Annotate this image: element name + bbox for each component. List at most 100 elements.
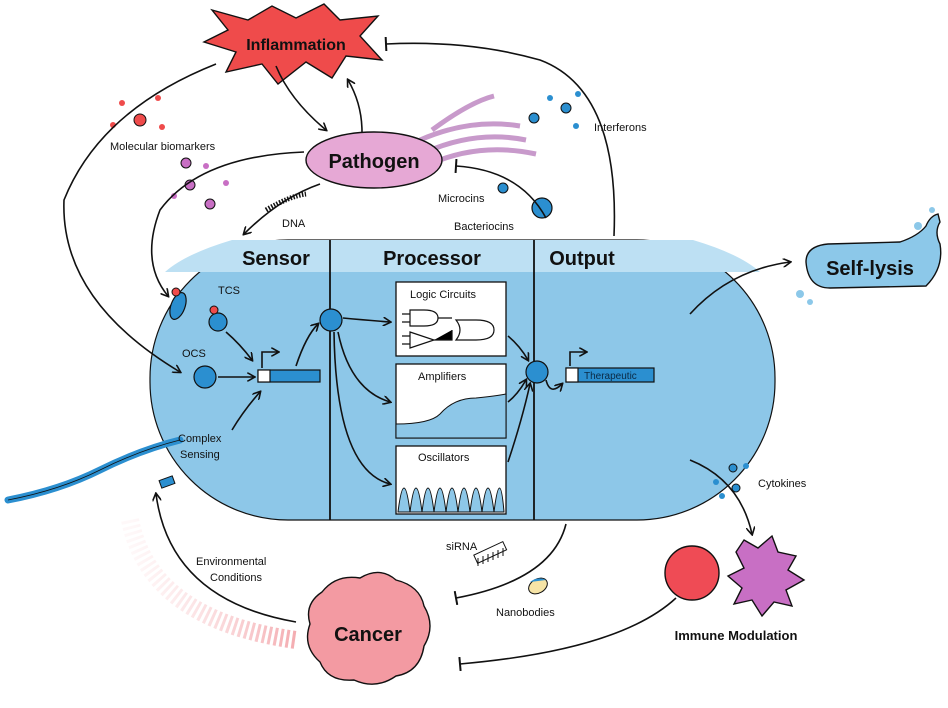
sensor-header: Sensor bbox=[242, 248, 310, 270]
lysis-droplet bbox=[929, 207, 935, 213]
environmental-conditions: Environmental Conditions bbox=[196, 556, 266, 584]
sensor-module: TCS OCS Complex Sensing bbox=[169, 285, 321, 461]
ocs-node bbox=[193, 365, 217, 389]
complex-sensing-label-2: Sensing bbox=[180, 449, 220, 461]
molecular-biomarkers-label: Molecular biomarkers bbox=[110, 141, 216, 153]
biomarker-dot bbox=[223, 180, 229, 186]
pathogen-label: Pathogen bbox=[328, 151, 419, 173]
arrow-logic-to-output bbox=[507, 335, 528, 360]
cytokine-dot bbox=[731, 483, 741, 493]
interferon-dot bbox=[573, 123, 579, 129]
not-gate-icon bbox=[409, 331, 436, 349]
inhibit-pathogen bbox=[454, 158, 547, 219]
arrow-to-oscillators bbox=[333, 331, 390, 484]
nanobody-icon bbox=[528, 577, 548, 595]
oscillators-label: Oscillators bbox=[418, 452, 470, 464]
worm-outline bbox=[7, 439, 181, 501]
tcs-receptor bbox=[169, 292, 187, 320]
biomarker-dot bbox=[203, 163, 209, 169]
biomarker-dot bbox=[155, 95, 161, 101]
arrow-pathogen-to-sensor bbox=[244, 183, 321, 234]
arrow-to-self-lysis bbox=[689, 262, 790, 315]
complex-sensing-label-1: Complex bbox=[178, 433, 222, 445]
tcs-label: TCS bbox=[218, 285, 240, 297]
gate-wires bbox=[402, 330, 453, 345]
pathogen-body bbox=[305, 131, 443, 189]
amplifier-curve bbox=[395, 393, 507, 439]
arrow-output-to-therapeutic bbox=[545, 379, 562, 389]
immune-cells: Immune Modulation bbox=[664, 534, 806, 643]
environmental-label-1: Environmental bbox=[196, 556, 266, 568]
microcin-dot bbox=[497, 182, 509, 194]
therapeutic-promoter-box bbox=[565, 367, 579, 383]
cancer-cell bbox=[306, 571, 431, 685]
arrow-pathogen-to-tcs bbox=[150, 151, 305, 296]
therapeutic-promoter-arrow bbox=[569, 352, 586, 366]
dna-strand-icon bbox=[264, 191, 307, 213]
tcs-regulator bbox=[208, 312, 228, 332]
output-module: Therapeutic bbox=[525, 352, 655, 384]
arrow-inflammation-to-ocs bbox=[63, 63, 217, 372]
tcs-phosphate bbox=[209, 305, 219, 315]
ocs-label: OCS bbox=[182, 348, 206, 360]
worm-body bbox=[4, 436, 184, 504]
cytokines-label: Cytokines bbox=[758, 478, 807, 490]
interferon-dot bbox=[575, 91, 581, 97]
interferons-label: Interferons bbox=[594, 122, 647, 134]
sensor-promoter-arrow bbox=[261, 352, 278, 368]
lysis-droplet bbox=[914, 222, 922, 230]
processor-module: Logic Circuits Amplifiers Oscillators bbox=[319, 281, 507, 515]
and-gate-icon bbox=[409, 309, 439, 327]
cancer: Cancer bbox=[306, 571, 431, 685]
bacteriocins-label: Bacteriocins bbox=[454, 221, 514, 233]
sirna: siRNA bbox=[446, 540, 508, 566]
environmental-gradient bbox=[121, 518, 298, 649]
pathogen-flagellum-2 bbox=[424, 134, 527, 155]
immune-cell bbox=[726, 534, 806, 618]
pathogen-flagellum-1 bbox=[418, 121, 521, 143]
interferon-dot bbox=[560, 102, 572, 114]
pathogen-flagellum-4 bbox=[430, 93, 495, 133]
inflammation-shape bbox=[202, 3, 384, 85]
inflammation-label: Inflammation bbox=[246, 37, 346, 54]
inhibit-inflammation bbox=[384, 36, 616, 237]
immune-modulation-label: Immune Modulation bbox=[675, 628, 798, 643]
interferon-dot bbox=[528, 112, 540, 124]
lysis-droplet bbox=[807, 299, 813, 305]
cell-header-band bbox=[165, 240, 760, 272]
arrow-to-immune bbox=[689, 459, 752, 534]
sensor-promoter-box bbox=[257, 369, 271, 383]
worm bbox=[4, 436, 184, 504]
bacteriocins-group: Microcins Bacteriocins bbox=[438, 182, 553, 233]
self-lysis-cell bbox=[805, 213, 942, 289]
arrow-tcs-to-gene bbox=[225, 331, 252, 360]
cytokine-dot bbox=[719, 493, 725, 499]
arrow-complex-to-gene bbox=[231, 392, 260, 431]
molecular-biomarkers: Molecular biomarkers bbox=[110, 95, 229, 210]
dna-label: DNA bbox=[282, 218, 306, 230]
cytokine-dot bbox=[713, 479, 719, 485]
arrow-inflammation-to-pathogen bbox=[275, 65, 326, 130]
output-header: Output bbox=[549, 248, 615, 270]
biomarker-dot bbox=[180, 157, 192, 169]
therapeutic-label: Therapeutic bbox=[584, 371, 637, 382]
inflammation-burst: Inflammation bbox=[202, 3, 384, 85]
sirna-label: siRNA bbox=[446, 541, 478, 553]
worm-tail bbox=[158, 475, 176, 489]
inhibit-cancer-immune bbox=[458, 597, 677, 672]
tumor-cell-circle bbox=[664, 545, 720, 601]
tcs-ligand bbox=[171, 287, 181, 297]
nanobodies: Nanobodies bbox=[496, 577, 555, 619]
arrow-oscillators-to-output bbox=[507, 384, 530, 463]
sirna-icon bbox=[473, 540, 508, 564]
arrow-cancer-to-sensing bbox=[156, 494, 297, 623]
processor-header: Processor bbox=[383, 248, 481, 270]
cancer-label: Cancer bbox=[334, 624, 402, 646]
amplifiers-label: Amplifiers bbox=[418, 371, 467, 383]
nanobodies-label: Nanobodies bbox=[496, 607, 555, 619]
biomarker-dot bbox=[119, 100, 125, 106]
processor-input-node bbox=[319, 308, 343, 332]
microcins-label: Microcins bbox=[438, 193, 485, 205]
